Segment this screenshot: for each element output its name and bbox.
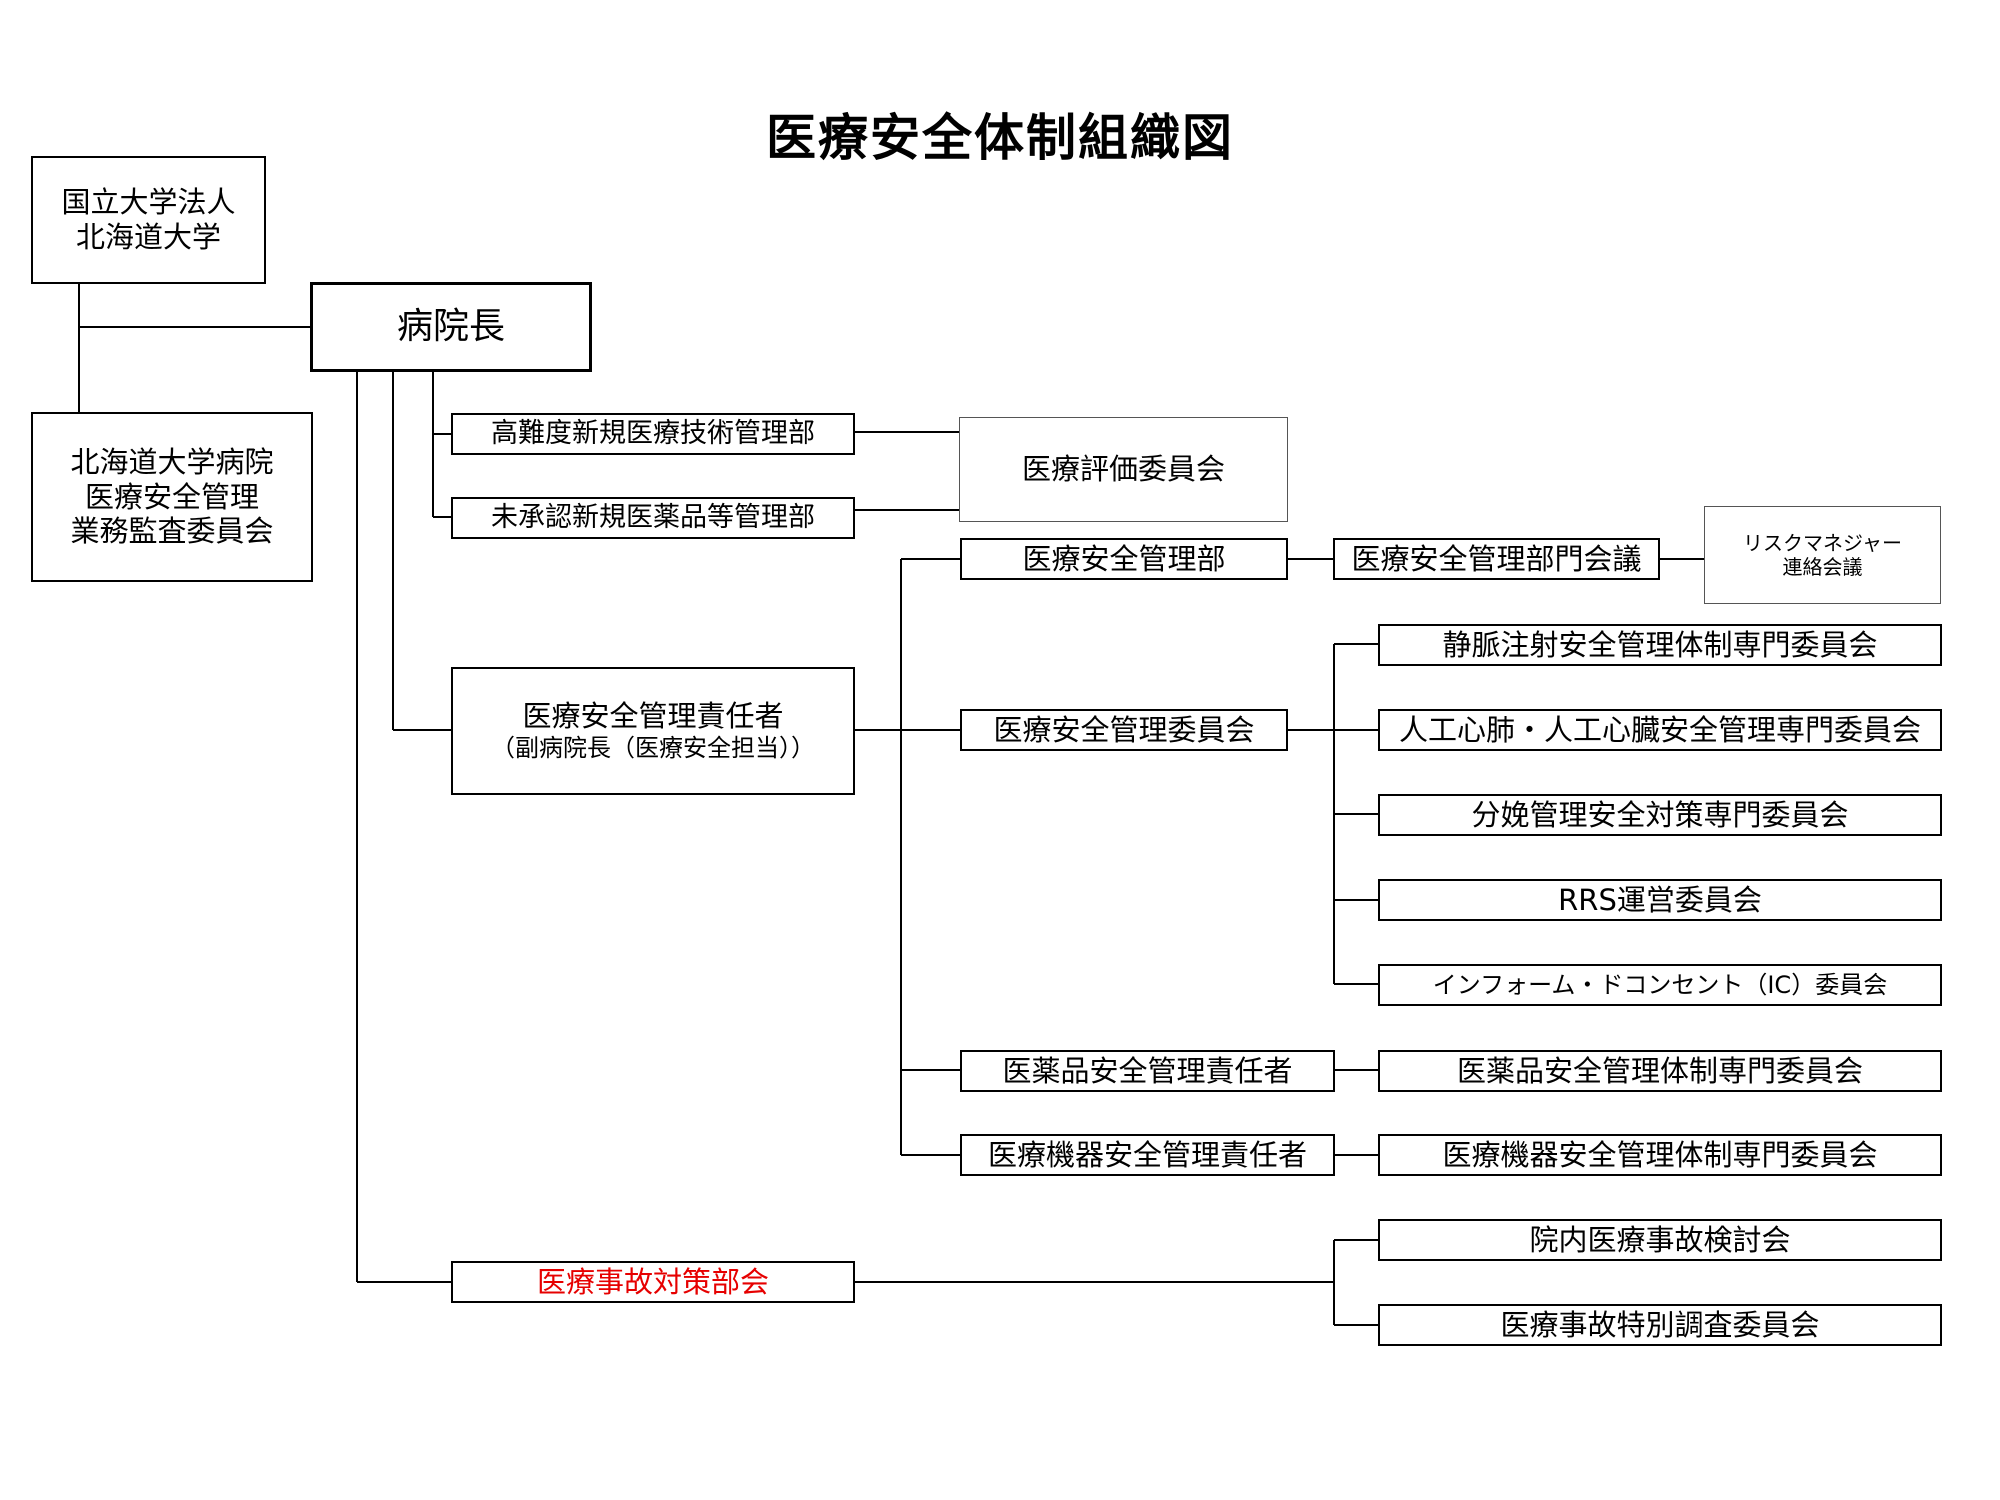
safety-committee-label: 医療安全管理委員会 — [993, 712, 1255, 747]
director-label: 病院長 — [396, 306, 505, 348]
audit-line3: 業務監査委員会 — [70, 514, 274, 549]
unapproved-drugs-box: 未承認新規医薬品等管理部 — [451, 497, 855, 539]
university-line1: 国立大学法人 — [61, 185, 236, 220]
drug-safety-committee-label: 医薬品安全管理体制専門委員会 — [1456, 1053, 1863, 1088]
university-box: 国立大学法人 北海道大学 — [31, 156, 266, 284]
safety-officer-label: 医療安全管理責任者 — [522, 699, 784, 734]
audit-committee-box: 北海道大学病院 医療安全管理 業務監査委員会 — [31, 412, 313, 582]
artificial-heart-committee-box: 人工心肺・人工心臓安全管理専門委員会 — [1378, 709, 1942, 751]
page-title: 医療安全体制組織図 — [766, 109, 1234, 167]
accident-review-label: 院内医療事故検討会 — [1529, 1222, 1791, 1257]
drug-safety-officer-label: 医薬品安全管理責任者 — [1002, 1053, 1293, 1088]
accident-hq-box: 医療事故対策部会 — [451, 1261, 855, 1303]
safety-officer-box: 医療安全管理責任者 （副病院長（医療安全担当）） — [451, 667, 855, 795]
audit-line1: 北海道大学病院 — [70, 444, 274, 479]
accident-review-box: 院内医療事故検討会 — [1378, 1219, 1942, 1261]
device-safety-committee-box: 医療機器安全管理体制専門委員会 — [1378, 1134, 1942, 1176]
advanced-tech-box: 高難度新規医療技術管理部 — [451, 413, 855, 455]
risk-manager-box: リスクマネジャー 連絡会議 — [1704, 506, 1941, 604]
advanced-tech-label: 高難度新規医療技術管理部 — [491, 417, 815, 449]
delivery-committee-box: 分娩管理安全対策専門委員会 — [1378, 794, 1942, 836]
device-safety-committee-label: 医療機器安全管理体制専門委員会 — [1442, 1137, 1878, 1172]
rrs-committee-box: RRS運営委員会 — [1378, 879, 1942, 921]
risk-manager-line2: 連絡会議 — [1782, 555, 1863, 579]
university-line2: 北海道大学 — [75, 220, 221, 254]
safety-officer-sub: （副病院長（医療安全担当）） — [491, 734, 815, 762]
unapproved-drugs-label: 未承認新規医薬品等管理部 — [491, 501, 815, 533]
informed-consent-committee-box: インフォーム・ドコンセント（IC）委員会 — [1378, 964, 1942, 1006]
safety-dept-meeting-label: 医療安全管理部門会議 — [1351, 541, 1642, 576]
device-safety-officer-label: 医療機器安全管理責任者 — [987, 1137, 1307, 1172]
accident-investigation-box: 医療事故特別調査委員会 — [1378, 1304, 1942, 1346]
director-box: 病院長 — [310, 282, 592, 372]
evaluation-committee-box: 医療評価委員会 — [959, 417, 1288, 522]
safety-dept-box: 医療安全管理部 — [960, 538, 1288, 580]
iv-injection-committee-box: 静脈注射安全管理体制専門委員会 — [1378, 624, 1942, 666]
artificial-heart-committee-label: 人工心肺・人工心臓安全管理専門委員会 — [1398, 712, 1921, 747]
safety-committee-box: 医療安全管理委員会 — [960, 709, 1288, 751]
audit-line2: 医療安全管理 — [84, 479, 259, 514]
device-safety-officer-box: 医療機器安全管理責任者 — [960, 1134, 1335, 1176]
drug-safety-officer-box: 医薬品安全管理責任者 — [960, 1050, 1335, 1092]
evaluation-committee-label: 医療評価委員会 — [1021, 452, 1225, 487]
rrs-committee-label: RRS運営委員会 — [1558, 882, 1762, 917]
iv-injection-committee-label: 静脈注射安全管理体制専門委員会 — [1442, 627, 1878, 662]
accident-investigation-label: 医療事故特別調査委員会 — [1500, 1307, 1820, 1342]
delivery-committee-label: 分娩管理安全対策専門委員会 — [1471, 797, 1849, 832]
safety-dept-meeting-box: 医療安全管理部門会議 — [1333, 538, 1660, 580]
informed-consent-committee-label: インフォーム・ドコンセント（IC）委員会 — [1432, 970, 1888, 999]
drug-safety-committee-box: 医薬品安全管理体制専門委員会 — [1378, 1050, 1942, 1092]
risk-manager-line1: リスクマネジャー — [1743, 531, 1902, 555]
accident-hq-label: 医療事故対策部会 — [536, 1264, 769, 1299]
safety-dept-label: 医療安全管理部 — [1022, 541, 1226, 576]
